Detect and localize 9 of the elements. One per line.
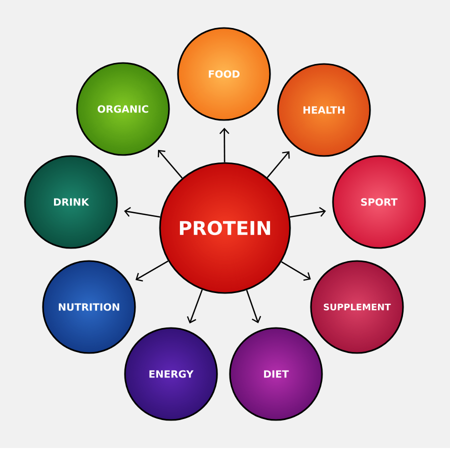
- arrow: [219, 128, 230, 162]
- arrow: [266, 151, 290, 178]
- arrow: [186, 289, 203, 324]
- arrow: [281, 261, 311, 281]
- arrow: [124, 206, 160, 218]
- arrow: [136, 260, 168, 282]
- arrow: [290, 206, 326, 218]
- arrow: [158, 150, 183, 178]
- arrow: [246, 290, 262, 324]
